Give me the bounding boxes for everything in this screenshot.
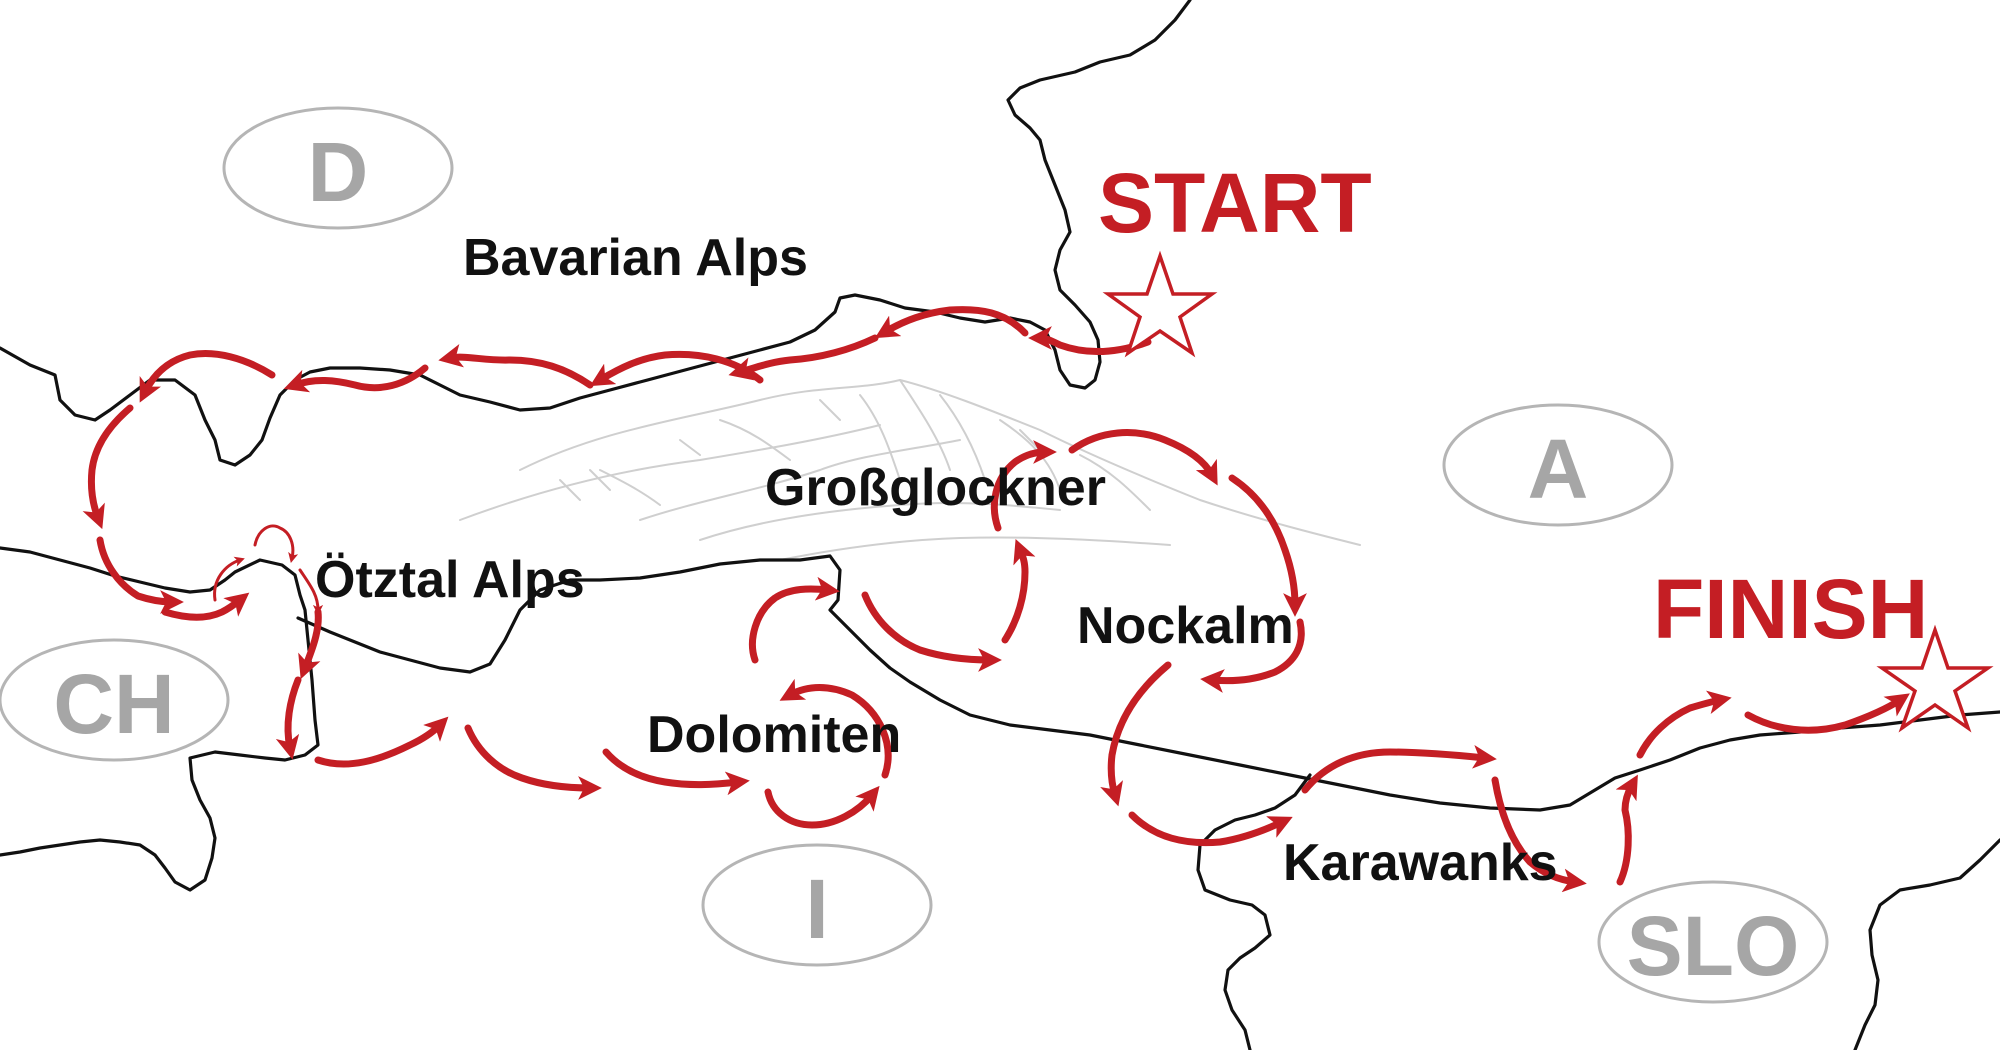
route-arrow bbox=[275, 676, 302, 760]
route-arrow bbox=[1001, 538, 1036, 644]
route-arrow bbox=[139, 350, 276, 403]
start-star-icon bbox=[1102, 250, 1218, 358]
country-marker-slo: SLO bbox=[1597, 880, 1829, 1004]
border-switzerland bbox=[0, 546, 320, 892]
route-arrow bbox=[314, 716, 449, 768]
border-austria-italy bbox=[296, 554, 2000, 812]
country-marker-d: D bbox=[222, 106, 454, 230]
route-arrow bbox=[96, 536, 184, 614]
route-arrow bbox=[1028, 326, 1152, 356]
route-arrow bbox=[253, 524, 299, 563]
country-code-a: A bbox=[1528, 422, 1589, 516]
route-arrow bbox=[1491, 776, 1587, 893]
route-arrow bbox=[213, 556, 245, 602]
route-arrow bbox=[298, 608, 322, 680]
country-code-slo: SLO bbox=[1627, 899, 1800, 993]
route-arrow bbox=[1128, 811, 1293, 847]
country-marker-ch: CH bbox=[0, 638, 230, 762]
route-arrow bbox=[1200, 618, 1305, 693]
border-slovenia-east bbox=[1853, 838, 2000, 1050]
finish-label: FINISH bbox=[1653, 562, 1928, 656]
country-code-ch: CH bbox=[53, 657, 174, 751]
mountain-sketch-icon bbox=[459, 378, 1361, 561]
route-arrow bbox=[749, 576, 840, 664]
place-label-karawanks: Karawanks bbox=[1283, 834, 1558, 892]
country-code-i: I bbox=[805, 862, 828, 956]
route-arrow bbox=[283, 364, 429, 393]
route-arrow bbox=[438, 344, 594, 389]
route-arrow bbox=[1615, 774, 1638, 886]
place-label-dolomiten: Dolomiten bbox=[647, 706, 901, 764]
route-arrow bbox=[990, 440, 1057, 532]
route-arrow bbox=[779, 678, 892, 779]
route-arrow bbox=[161, 592, 250, 621]
place-label-grossglockner: Großglockner bbox=[765, 459, 1106, 517]
route-arrow bbox=[82, 404, 134, 530]
route-arrow bbox=[764, 785, 880, 829]
route-arrow bbox=[728, 334, 879, 381]
finish-star-icon bbox=[1876, 624, 1994, 733]
route-arrow bbox=[464, 724, 602, 800]
route-arrow bbox=[1744, 693, 1910, 734]
route-arrow bbox=[874, 306, 1029, 339]
country-marker-i: I bbox=[701, 843, 933, 967]
start-label: START bbox=[1098, 156, 1372, 250]
route-arrow bbox=[861, 591, 1002, 672]
place-label-nockalm: Nockalm bbox=[1077, 597, 1294, 655]
border-germany-austria bbox=[0, 0, 1192, 467]
tour-route bbox=[82, 306, 1910, 893]
route-arrow bbox=[1636, 690, 1732, 759]
country-marker-a: A bbox=[1442, 403, 1674, 527]
route-arrow bbox=[589, 350, 764, 387]
country-code-d: D bbox=[308, 125, 369, 219]
route-arrow bbox=[1100, 661, 1172, 807]
place-label-bavarian-alps: Bavarian Alps bbox=[463, 229, 808, 287]
route-arrow bbox=[298, 568, 324, 616]
border-italy-slovenia bbox=[1196, 773, 1312, 1050]
route-arrow bbox=[602, 748, 750, 796]
route-arrow bbox=[1301, 744, 1497, 794]
route-arrow bbox=[1228, 474, 1307, 617]
route-arrow bbox=[1068, 429, 1218, 486]
place-label-oetztal-alps: Ötztal Alps bbox=[315, 551, 585, 609]
